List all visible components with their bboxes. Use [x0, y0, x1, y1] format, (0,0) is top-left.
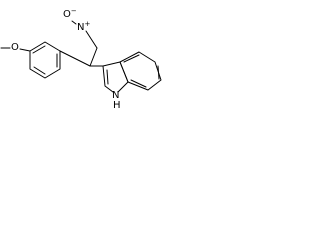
indole-hydrogen-label: H	[113, 100, 121, 111]
bond-n-c7a	[117, 81, 129, 93]
indole-double-bond-1	[123, 54, 140, 63]
bond-aryl-ch	[59, 50, 91, 67]
molecule-structure	[0, 20, 162, 93]
indole-nitrogen-label: N	[112, 90, 120, 101]
bond-o-aryl	[19, 48, 31, 52]
methoxy-oxygen-label: O	[11, 42, 19, 53]
nitro-nitrogen-label: N+	[77, 20, 91, 33]
indole-benzo-ring	[119, 51, 162, 91]
indole-double-bond-3	[130, 79, 147, 88]
pyrrole-ring	[102, 61, 121, 93]
nitro-oxygen-label: O−	[63, 7, 77, 20]
benzene-double-bond-3	[33, 66, 46, 75]
indole-double-bond-2	[157, 65, 160, 80]
bond-n-o	[71, 20, 77, 25]
bond-ch-ch2	[89, 47, 98, 67]
pyrrole-double-bond	[106, 69, 109, 85]
benzene-double-bond-1	[32, 45, 46, 54]
benzene-ring	[29, 41, 61, 79]
bond-ch2-n	[85, 30, 98, 49]
